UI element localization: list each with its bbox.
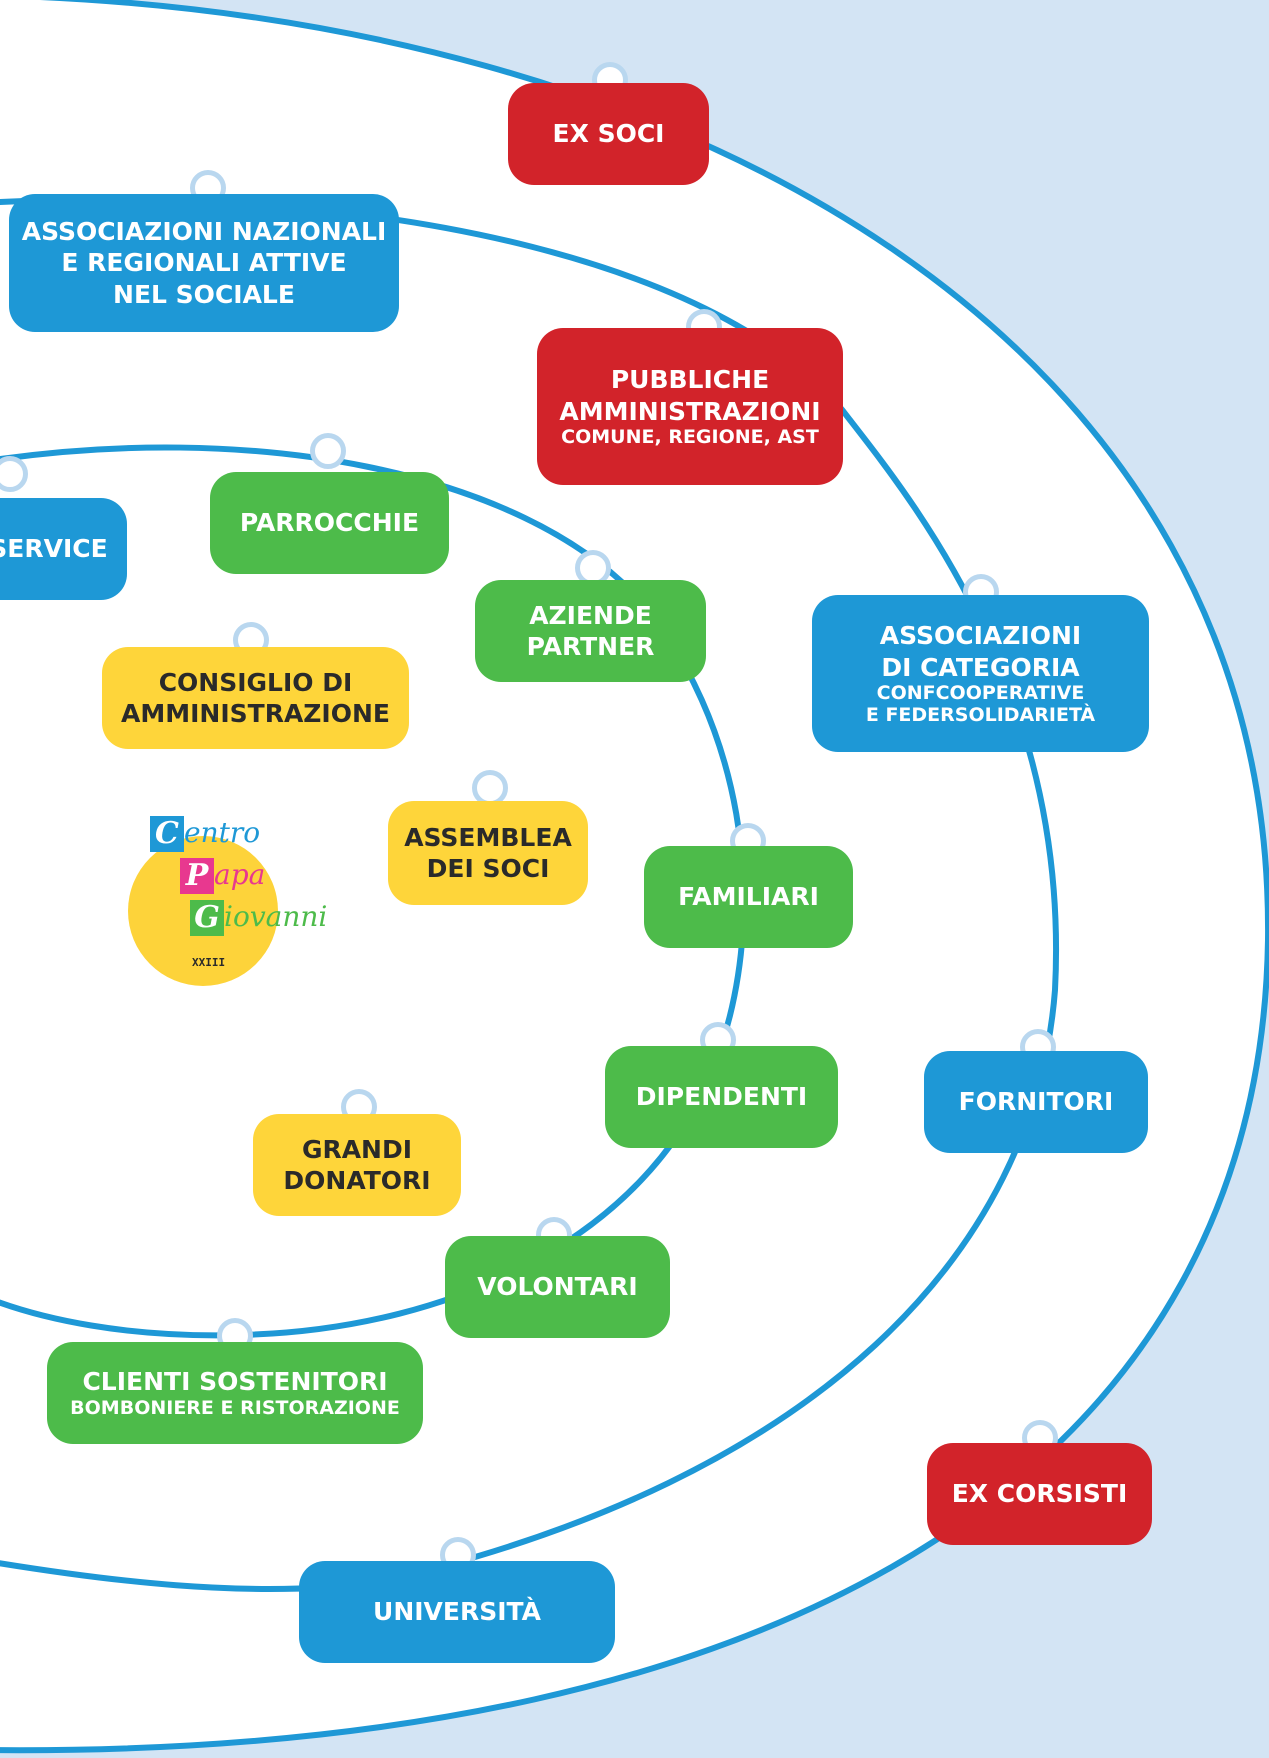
logo-letter-g: G	[190, 900, 224, 936]
node-service: SERVICE	[0, 498, 127, 600]
node-fornitori-label: FORNITORI	[958, 1087, 1114, 1117]
node-associazioni-categoria-line2: DI CATEGORIA	[881, 652, 1080, 682]
node-ex-soci-label: EX SOCI	[552, 119, 665, 149]
node-universita: UNIVERSITÀ	[299, 1561, 615, 1663]
logo-word-entro: entro	[184, 816, 261, 849]
node-fornitori: FORNITORI	[924, 1051, 1148, 1153]
node-ex-soci: EX SOCI	[508, 83, 709, 185]
node-associazioni-nazionali-line2: E REGIONALI ATTIVE	[61, 248, 347, 278]
logo-word-iovanni: iovanni	[224, 900, 328, 933]
node-volontari-label: VOLONTARI	[477, 1272, 638, 1302]
node-associazioni-nazionali: ASSOCIAZIONI NAZIONALI E REGIONALI ATTIV…	[9, 194, 399, 332]
node-grandi-donatori: GRANDI DONATORI	[253, 1114, 461, 1216]
node-associazioni-categoria-sub1: CONFCOOPERATIVE	[876, 681, 1085, 704]
node-consiglio-line1: CONSIGLIO DI	[158, 667, 353, 697]
node-pubbliche-amministrazioni: PUBBLICHE AMMINISTRAZIONI COMUNE, REGION…	[537, 328, 843, 485]
node-assemblea-line1: ASSEMBLEA	[404, 822, 572, 852]
node-aziende-line2: PARTNER	[526, 632, 655, 661]
node-pubbliche-line1: PUBBLICHE	[610, 365, 770, 395]
node-grandi-donatori-line2: DONATORI	[283, 1166, 431, 1195]
node-associazioni-categoria-sub2: E FEDERSOLIDARIETÀ	[865, 703, 1096, 726]
node-associazioni-categoria: ASSOCIAZIONI DI CATEGORIA CONFCOOPERATIV…	[812, 595, 1149, 752]
centro-papa-giovanni-logo: C entro P apa G iovanni XXIII	[124, 806, 354, 986]
node-clienti-sostenitori: CLIENTI SOSTENITORI BOMBONIERE E RISTORA…	[47, 1342, 423, 1444]
node-aziende-line1: AZIENDE	[529, 600, 652, 630]
logo-letter-p: P	[180, 858, 214, 894]
logo-suffix: XXIII	[192, 956, 226, 969]
node-consiglio: CONSIGLIO DI AMMINISTRAZIONE	[102, 647, 409, 749]
node-aziende-partner: AZIENDE PARTNER	[475, 580, 706, 682]
node-associazioni-categoria-line1: ASSOCIAZIONI	[879, 621, 1082, 651]
node-service-label: SERVICE	[0, 534, 108, 564]
node-pubbliche-line2: AMMINISTRAZIONI	[559, 396, 821, 426]
node-familiari: FAMILIARI	[644, 846, 853, 948]
node-pubbliche-sub: COMUNE, REGIONE, AST	[561, 425, 819, 448]
connector-knob-parrocchie	[310, 433, 346, 469]
node-consiglio-line2: AMMINISTRAZIONE	[121, 699, 390, 728]
node-ex-corsisti: EX CORSISTI	[927, 1443, 1152, 1545]
node-parrocchie-label: PARROCCHIE	[239, 508, 420, 538]
node-ex-corsisti-label: EX CORSISTI	[951, 1479, 1128, 1509]
node-familiari-label: FAMILIARI	[678, 882, 819, 912]
node-grandi-donatori-line1: GRANDI	[301, 1134, 413, 1164]
node-dipendenti-label: DIPENDENTI	[635, 1082, 808, 1112]
node-clienti-title: CLIENTI SOSTENITORI	[82, 1367, 388, 1397]
node-associazioni-nazionali-line3: NEL SOCIALE	[113, 279, 295, 309]
node-universita-label: UNIVERSITÀ	[373, 1597, 541, 1627]
logo-word-apa: apa	[214, 858, 266, 891]
node-clienti-sub: BOMBONIERE E RISTORAZIONE	[70, 1396, 400, 1419]
node-associazioni-nazionali-line1: ASSOCIAZIONI NAZIONALI	[21, 217, 387, 247]
connector-knob-service	[0, 456, 28, 492]
node-assemblea: ASSEMBLEA DEI SOCI	[388, 801, 588, 905]
node-dipendenti: DIPENDENTI	[605, 1046, 838, 1148]
node-assemblea-line2: DEI SOCI	[426, 854, 550, 883]
node-volontari: VOLONTARI	[445, 1236, 670, 1338]
logo-letter-c: C	[150, 816, 184, 852]
node-parrocchie: PARROCCHIE	[210, 472, 449, 574]
